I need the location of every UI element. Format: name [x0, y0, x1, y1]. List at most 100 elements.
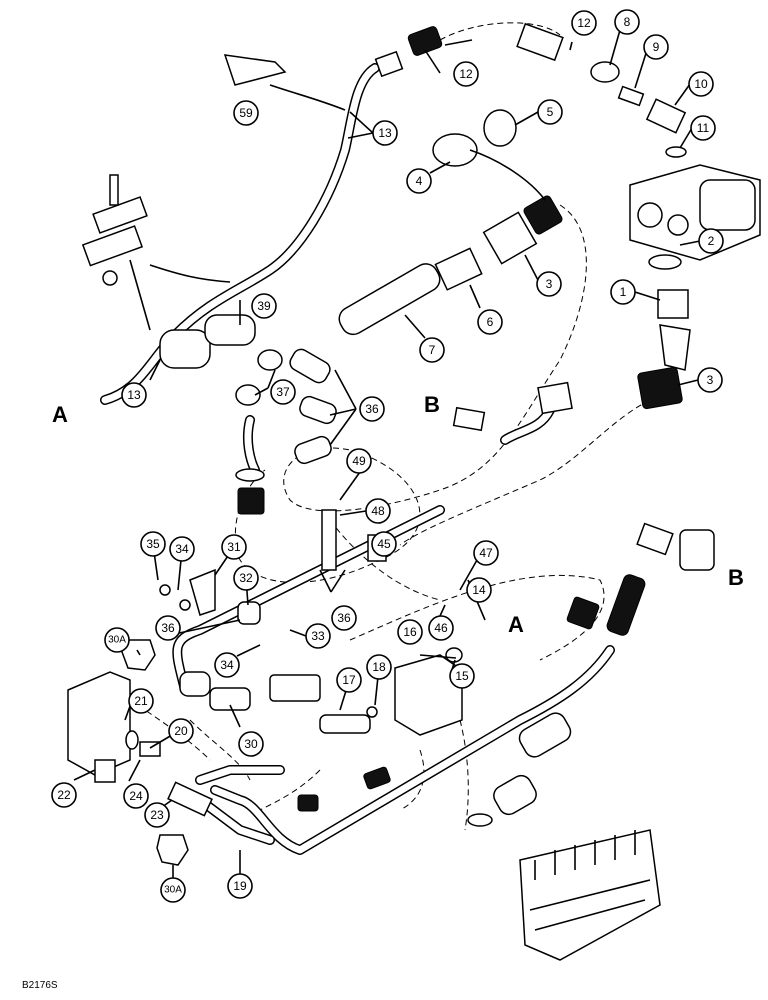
svg-text:49: 49: [352, 454, 366, 468]
svg-text:59: 59: [239, 106, 253, 120]
svg-text:21: 21: [134, 694, 148, 708]
callout-18: 18: [366, 654, 392, 680]
callout-1: 1: [610, 279, 636, 305]
connector-a-mid: A: [508, 612, 524, 637]
callout-34-upper: 34: [169, 536, 195, 562]
callout-19: 19: [227, 873, 253, 899]
svg-text:39: 39: [257, 299, 271, 313]
callout-17: 17: [336, 667, 362, 693]
svg-text:6: 6: [487, 315, 494, 329]
callout-4: 4: [406, 168, 432, 194]
callout-10: 10: [688, 71, 714, 97]
svg-text:9: 9: [653, 40, 660, 54]
callout-13-top: 13: [372, 120, 398, 146]
svg-text:30A: 30A: [108, 635, 126, 646]
callout-34-lower: 34: [214, 652, 240, 678]
callout-22: 22: [51, 782, 77, 808]
callout-33: 33: [305, 623, 331, 649]
svg-text:20: 20: [174, 724, 188, 738]
callout-20: 20: [168, 718, 194, 744]
hydraulic-parts: [67, 22, 761, 961]
callout-3-upper: 3: [536, 271, 562, 297]
callout-14: 14: [466, 577, 492, 603]
svg-text:15: 15: [455, 669, 469, 683]
callout-9: 9: [643, 34, 669, 60]
svg-text:30A: 30A: [164, 885, 182, 896]
callout-37: 37: [270, 379, 296, 405]
svg-text:24: 24: [129, 789, 143, 803]
svg-text:16: 16: [403, 625, 417, 639]
svg-text:12: 12: [577, 16, 591, 30]
callout-3-lower: 3: [697, 367, 723, 393]
callout-30a-upper: 30A: [104, 627, 130, 653]
callout-13-lower: 13: [121, 382, 147, 408]
svg-text:18: 18: [372, 660, 386, 674]
callout-24: 24: [123, 783, 149, 809]
svg-text:47: 47: [479, 546, 493, 560]
callout-5: 5: [537, 99, 563, 125]
svg-text:3: 3: [546, 277, 553, 291]
leader-lines: [73, 29, 701, 882]
svg-text:13: 13: [127, 388, 141, 402]
svg-text:7: 7: [429, 343, 436, 357]
figure-id: B2176S: [22, 980, 58, 991]
rigid-pipes: [100, 63, 615, 855]
callout-49: 49: [346, 448, 372, 474]
svg-text:33: 33: [311, 629, 325, 643]
callout-21: 21: [128, 688, 154, 714]
svg-text:34: 34: [220, 658, 234, 672]
svg-text:37: 37: [276, 385, 290, 399]
callout-39: 39: [251, 293, 277, 319]
svg-text:48: 48: [371, 504, 385, 518]
callout-48: 48: [365, 498, 391, 524]
svg-text:5: 5: [547, 105, 554, 119]
svg-text:36: 36: [365, 402, 379, 416]
svg-text:4: 4: [416, 174, 423, 188]
svg-text:2: 2: [708, 234, 715, 248]
callout-11: 11: [690, 115, 716, 141]
svg-text:36: 36: [337, 611, 351, 625]
connector-b-mid: B: [424, 392, 440, 417]
svg-text:17: 17: [342, 673, 356, 687]
callout-30: 30: [238, 731, 264, 757]
connector-b-right: B: [728, 565, 744, 590]
callout-8: 8: [614, 9, 640, 35]
svg-text:31: 31: [227, 540, 241, 554]
callout-12-top: 12: [571, 10, 597, 36]
callout-46: 46: [428, 615, 454, 641]
callout-35: 35: [140, 531, 166, 557]
callout-7: 7: [419, 337, 445, 363]
svg-text:8: 8: [624, 15, 631, 29]
callout-32: 32: [233, 565, 259, 591]
svg-text:45: 45: [377, 537, 391, 551]
svg-text:46: 46: [434, 621, 448, 635]
callout-12-mid: 12: [453, 61, 479, 87]
callout-15: 15: [449, 663, 475, 689]
callout-36-lower: 36: [155, 615, 181, 641]
callout-16: 16: [397, 619, 423, 645]
svg-text:14: 14: [472, 583, 486, 597]
svg-text:3: 3: [707, 373, 714, 387]
callout-45: 45: [371, 531, 397, 557]
callout-36-upper: 36: [359, 396, 385, 422]
callout-2: 2: [698, 228, 724, 254]
svg-text:22: 22: [57, 788, 71, 802]
svg-text:12: 12: [459, 67, 473, 81]
svg-text:13: 13: [378, 126, 392, 140]
connector-a-left: A: [52, 402, 68, 427]
svg-text:1: 1: [620, 285, 627, 299]
svg-text:10: 10: [694, 77, 708, 91]
callout-59: 59: [233, 100, 259, 126]
svg-text:36: 36: [161, 621, 175, 635]
svg-text:35: 35: [146, 537, 160, 551]
callout-36-middle: 36: [331, 605, 357, 631]
callout-6: 6: [477, 309, 503, 335]
callout-23: 23: [144, 802, 170, 828]
svg-text:23: 23: [150, 808, 164, 822]
svg-text:11: 11: [697, 121, 710, 135]
svg-text:19: 19: [233, 879, 247, 893]
dashed-hose-lines: [129, 22, 651, 831]
callout-31: 31: [221, 534, 247, 560]
